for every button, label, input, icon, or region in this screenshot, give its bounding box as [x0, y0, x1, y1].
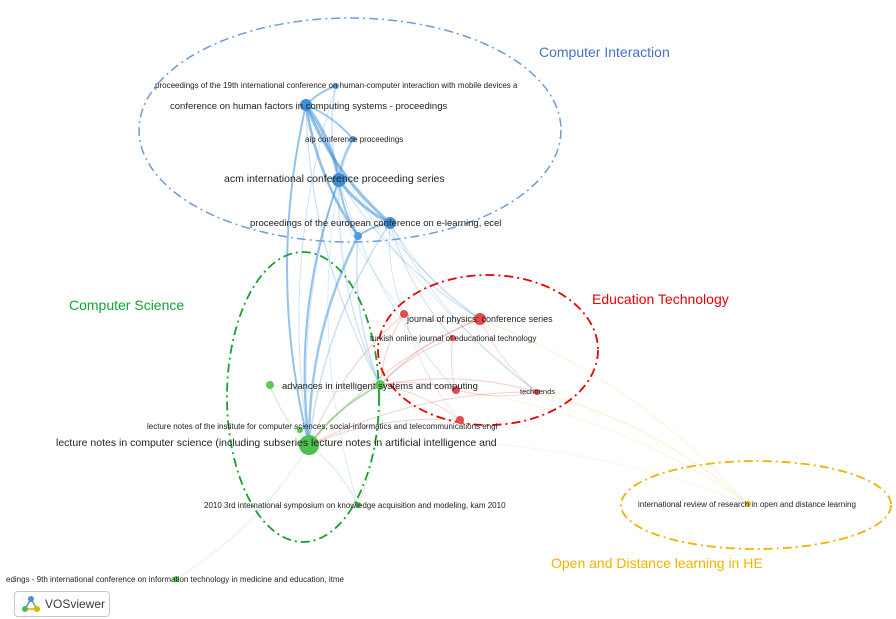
node-label-kam: 2010 3rd international symposium on know… — [204, 501, 506, 510]
link-irrodl-red-b — [455, 389, 749, 505]
link-ecel-lncs — [308, 222, 391, 446]
link-ecel-tojet — [389, 222, 454, 339]
link-acm-chi — [304, 103, 341, 181]
link-irrodl-lncs — [308, 439, 749, 505]
node-blue-c[interactable] — [354, 232, 362, 240]
link-acm-aisc — [338, 179, 381, 386]
link-jpcs-aisc — [379, 318, 481, 386]
link-kam-lncs — [308, 444, 359, 506]
link-techtrends-aisc — [379, 378, 538, 393]
node-label-aisc: advances in intelligent systems and comp… — [282, 381, 478, 392]
node-chi[interactable] — [300, 99, 312, 111]
link-hci-mobile-acm — [331, 85, 340, 181]
link-red-b-aisc — [379, 382, 457, 391]
node-red-b[interactable] — [452, 386, 460, 394]
node-aip[interactable] — [350, 136, 356, 142]
node-hci-mobile[interactable] — [333, 83, 339, 89]
cluster-title-computer-interaction: Computer Interaction — [539, 44, 670, 60]
node-green-small[interactable] — [266, 381, 274, 389]
link-acm-red-b — [338, 179, 457, 391]
node-label-acm: acm international conference proceeding … — [224, 173, 445, 185]
node-label-aip: aip conference proceedings — [305, 135, 403, 144]
link-chi-lncs — [286, 104, 310, 446]
link-jpcs-techtrends — [479, 318, 538, 393]
node-label-itme: edings - 9th international conference on… — [6, 575, 345, 584]
node-itme[interactable] — [173, 576, 179, 582]
link-kam-aisc — [357, 384, 381, 506]
node-label-techtrends: techtrends — [520, 387, 555, 396]
vosviewer-logo[interactable]: VOSviewer — [14, 591, 110, 617]
vosviewer-logo-icon — [22, 596, 40, 612]
link-blue-c-aisc — [355, 235, 381, 386]
link-chi-aisc — [305, 104, 381, 386]
link-green-small-aisc — [269, 384, 381, 392]
link-aisc-lncs — [308, 384, 381, 446]
node-red-a[interactable] — [400, 310, 408, 318]
node-aisc[interactable] — [375, 380, 385, 390]
node-kam[interactable] — [355, 502, 361, 508]
node-label-hci-mobile: proceedings of the 19th international co… — [155, 81, 518, 90]
link-chi-red-a — [305, 104, 405, 315]
node-irrodl[interactable] — [745, 501, 751, 507]
node-label-irrodl: international review of research in open… — [638, 500, 856, 509]
link-acm-lncs — [303, 179, 340, 446]
cluster-ellipse-open-distance — [620, 460, 892, 550]
link-chi-blue-c — [304, 104, 360, 237]
link-chi-jpcs — [305, 104, 481, 320]
link-hci-mobile-lncs — [298, 85, 337, 446]
link-acm-jpcs — [338, 179, 481, 320]
node-red-c[interactable] — [456, 416, 464, 424]
node-label-tojet: turkish online journal of educational te… — [370, 334, 536, 343]
node-label-ecel: proceedings of the european conference o… — [250, 218, 501, 229]
link-tojet-aisc — [379, 337, 454, 386]
link-ecel-red-a — [388, 222, 405, 315]
link-techtrends-lncs — [308, 391, 538, 446]
link-irrodl-jpcs — [479, 318, 749, 505]
cluster-title-education-technology: Education Technology — [592, 291, 729, 307]
link-irrodl-techtrends — [536, 391, 749, 505]
vosviewer-logo-text: VOSviewer — [45, 597, 106, 611]
node-ecel[interactable] — [384, 217, 396, 229]
nodes-layer — [173, 83, 751, 582]
link-ecel-jpcs — [389, 222, 481, 320]
node-jpcs[interactable] — [474, 313, 486, 325]
link-blue-c-lncs — [307, 235, 360, 446]
link-itme-lncs — [175, 444, 310, 580]
node-label-chi: conference on human factors in computing… — [170, 101, 447, 112]
cluster-ellipse-computer-science — [226, 251, 380, 543]
node-label-jpcs: journal of physics: conference series — [406, 314, 553, 324]
node-label-lnicst: lecture notes of the institute for compu… — [147, 422, 498, 431]
link-red-a-red-c — [403, 313, 461, 421]
cluster-ellipse-education-technology — [377, 274, 599, 426]
node-lncs[interactable] — [299, 435, 319, 455]
node-acm[interactable] — [332, 173, 346, 187]
link-red-b-techtrends — [455, 389, 538, 397]
node-techtrends[interactable] — [534, 389, 540, 395]
cluster-titles: Computer Interaction Computer Science Ed… — [69, 44, 763, 571]
labels-layer: proceedings of the 19th international co… — [6, 81, 856, 584]
node-label-lncs: lecture notes in computer science (inclu… — [56, 437, 497, 449]
link-ecel-techtrends — [389, 222, 538, 393]
link-red-c-aisc — [379, 384, 461, 421]
cluster-ellipse-computer-interaction — [138, 17, 562, 243]
cluster-title-computer-science: Computer Science — [69, 297, 184, 313]
cluster-ellipses — [138, 17, 892, 550]
link-red-c-lncs — [308, 418, 461, 446]
link-red-a-lncs — [308, 313, 405, 446]
link-red-a-aisc — [379, 313, 405, 386]
node-tojet[interactable] — [450, 335, 456, 341]
link-red-a-jpcs — [403, 313, 481, 322]
link-acm-kam — [327, 179, 359, 506]
cluster-title-open-distance: Open and Distance learning in HE — [551, 555, 763, 571]
node-lnicst[interactable] — [297, 427, 303, 433]
link-chi-techtrends — [305, 104, 538, 393]
link-tojet-red-b — [450, 337, 457, 391]
